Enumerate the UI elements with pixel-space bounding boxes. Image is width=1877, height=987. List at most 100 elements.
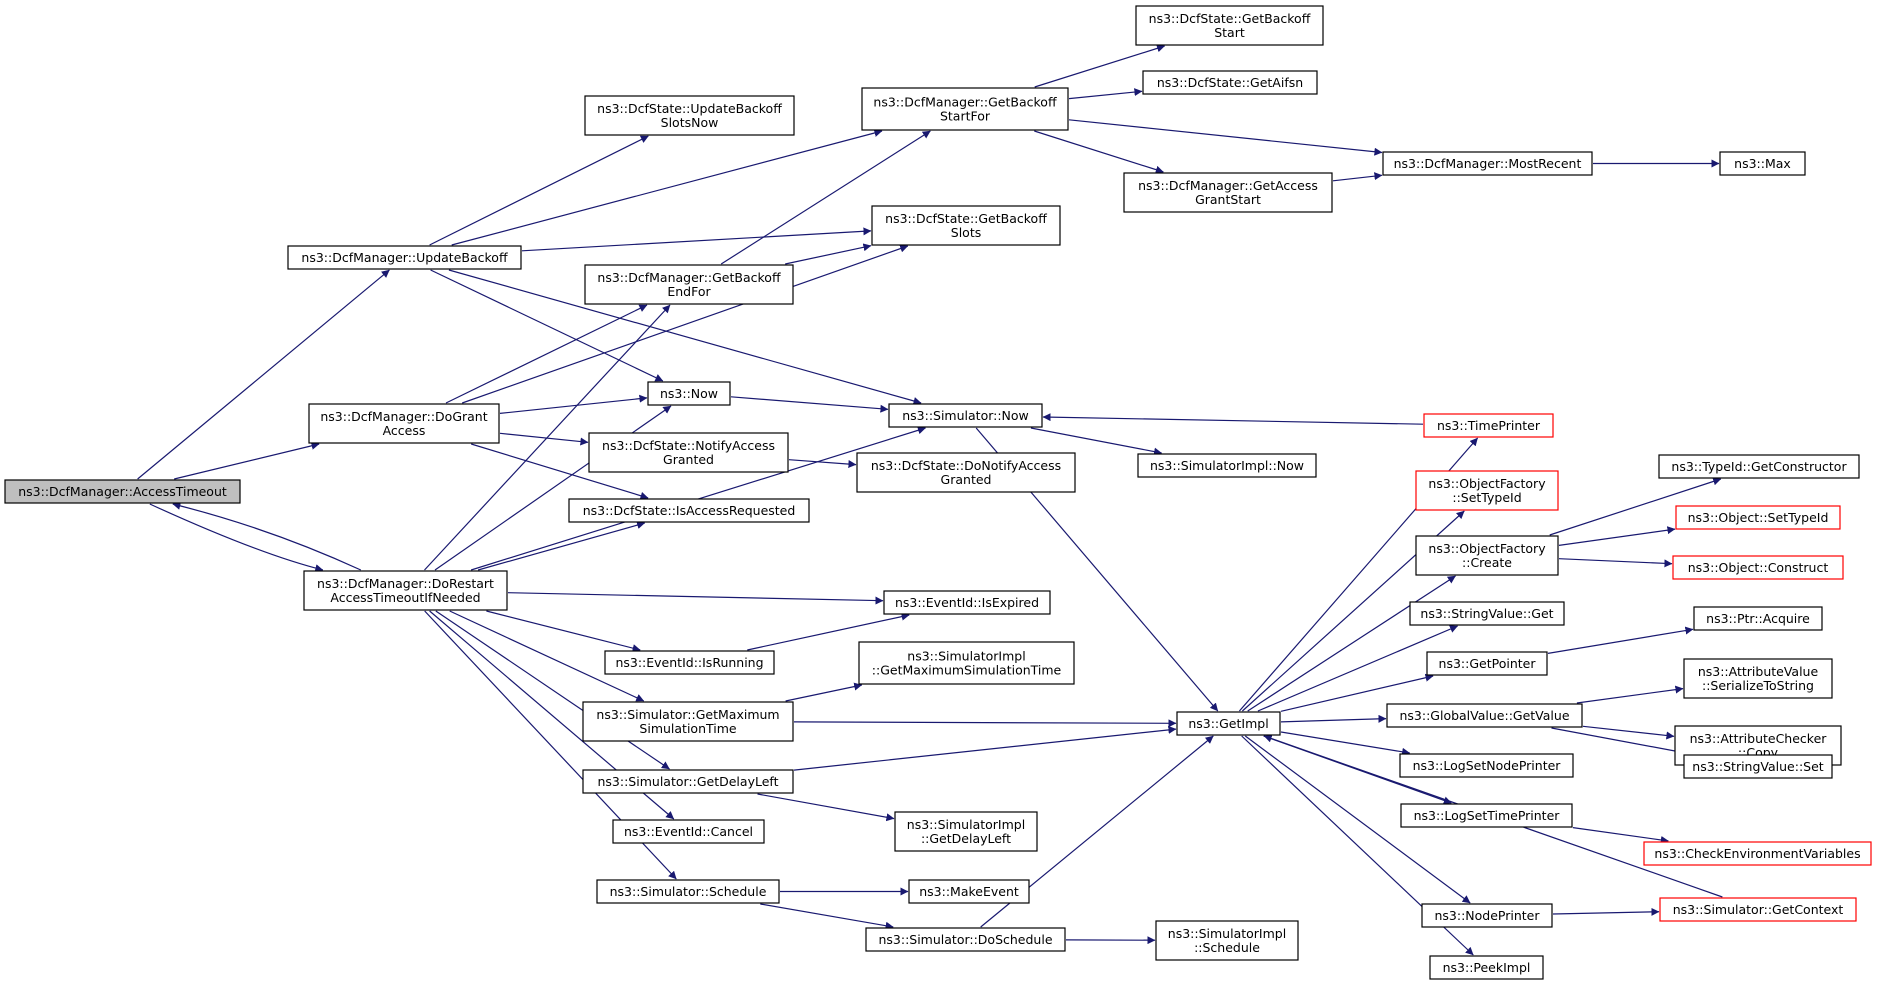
node-get-impl[interactable]: ns3::GetImpl — [1176, 711, 1281, 736]
node-string-value-get[interactable]: ns3::StringValue::Get — [1409, 601, 1565, 626]
node-object-factory-set-type-id[interactable]: ns3::ObjectFactory::SetTypeId — [1415, 470, 1559, 511]
node-log-set-node-printer[interactable]: ns3::LogSetNodePrinter — [1399, 753, 1574, 778]
node-label: ns3::Simulator::GetMaximum — [596, 707, 779, 722]
node-box — [1382, 151, 1593, 176]
node-label: SimulationTime — [639, 721, 736, 736]
node-box — [1683, 754, 1833, 779]
node-box — [1415, 470, 1559, 511]
node-most-recent[interactable]: ns3::DcfManager::MostRecent — [1382, 151, 1593, 176]
node-label: ns3::ObjectFactory — [1428, 541, 1546, 556]
node-label: ns3::AttributeValue — [1698, 664, 1819, 679]
node-label: ns3::SimulatorImpl — [1168, 926, 1286, 941]
node-is-expired[interactable]: ns3::EventId::IsExpired — [883, 590, 1051, 615]
node-label: AccessTimeoutIfNeeded — [330, 590, 480, 605]
edge-get_max_sim_time-to-impl_get_max_sim_time — [785, 682, 863, 702]
node-get-max-sim-time[interactable]: ns3::Simulator::GetMaximumSimulationTime — [582, 701, 794, 742]
node-attribute-value-serialize[interactable]: ns3::AttributeValue::SerializeToString — [1683, 658, 1833, 699]
node-impl-get-max-sim-time[interactable]: ns3::SimulatorImpl::GetMaximumSimulation… — [858, 641, 1075, 685]
edge-is_running-to-is_expired — [747, 612, 910, 651]
node-cancel[interactable]: ns3::EventId::Cancel — [612, 819, 765, 844]
edge-get_backoff_start_for-to-most_recent — [1068, 119, 1383, 156]
node-ptr-acquire[interactable]: ns3::Ptr::Acquire — [1693, 606, 1823, 631]
edge-simulator_now-to-simulator_impl_now — [1030, 427, 1162, 456]
node-node-printer[interactable]: ns3::NodePrinter — [1421, 903, 1553, 928]
node-box — [865, 927, 1066, 952]
node-simulator-get-context[interactable]: ns3::Simulator::GetContext — [1659, 897, 1857, 922]
node-box — [908, 879, 1030, 904]
node-box — [582, 769, 794, 794]
node-label: ns3::DcfState::NotifyAccess — [602, 438, 775, 453]
node-simulator-now[interactable]: ns3::Simulator::Now — [888, 403, 1043, 428]
node-label: Granted — [663, 452, 714, 467]
node-time-printer[interactable]: ns3::TimePrinter — [1423, 413, 1554, 438]
node-peek-impl[interactable]: ns3::PeekImpl — [1429, 955, 1544, 980]
node-simulator-impl-now[interactable]: ns3::SimulatorImpl::Now — [1137, 453, 1317, 478]
edge-get_impl-to-log_set_node_printer — [1280, 731, 1411, 756]
node-get-pointer[interactable]: ns3::GetPointer — [1426, 651, 1548, 676]
edge-notify_access_granted-to-do_notify_access_granted — [788, 459, 857, 469]
edge-get_access_grant_start-to-most_recent — [1332, 172, 1383, 182]
node-now[interactable]: ns3::Now — [647, 381, 731, 406]
node-label: ns3::SimulatorImpl — [907, 649, 1025, 664]
edge-get_impl-to-node_printer — [1244, 735, 1471, 904]
node-box — [1719, 151, 1806, 176]
node-make-event[interactable]: ns3::MakeEvent — [908, 879, 1030, 904]
node-label: ns3::DcfManager::DoRestart — [317, 576, 494, 591]
node-do-restart[interactable]: ns3::DcfManager::DoRestartAccessTimeoutI… — [303, 570, 508, 611]
node-box — [568, 498, 810, 523]
node-layer: ns3::DcfManager::AccessTimeoutns3::DcfMa… — [4, 5, 1872, 980]
node-object-factory-create[interactable]: ns3::ObjectFactory::Create — [1415, 535, 1559, 576]
node-label: ns3::Simulator::Now — [902, 408, 1029, 423]
node-label: ns3::DcfState::GetAifsn — [1157, 75, 1303, 90]
node-get-delay-left[interactable]: ns3::Simulator::GetDelayLeft — [582, 769, 794, 794]
node-label: ns3::DcfState::UpdateBackoff — [597, 101, 782, 116]
edge-get_impl-to-get_pointer — [1280, 673, 1434, 712]
node-label: ns3::DcfManager::AccessTimeout — [18, 484, 227, 499]
node-global-value-get-value[interactable]: ns3::GlobalValue::GetValue — [1386, 703, 1583, 728]
edge-global_value_get_value-to-attribute_checker_copy — [1582, 725, 1675, 740]
node-object-set-type-id[interactable]: ns3::Object::SetTypeId — [1675, 505, 1841, 530]
edge-get_backoff_end_for-to-get_backoff_start_for — [720, 130, 931, 265]
node-impl-schedule[interactable]: ns3::SimulatorImpl::Schedule — [1155, 920, 1299, 961]
node-update-backoff[interactable]: ns3::DcfManager::UpdateBackoff — [287, 245, 522, 270]
node-box — [856, 452, 1076, 493]
node-string-value-set[interactable]: ns3::StringValue::Set — [1683, 754, 1833, 779]
edge-get_max_sim_time-to-get_impl — [793, 719, 1177, 728]
node-box — [1415, 535, 1559, 576]
node-max[interactable]: ns3::Max — [1719, 151, 1806, 176]
edge-do_restart-to-is_access_requested — [477, 521, 646, 571]
node-type-id-get-constructor[interactable]: ns3::TypeId::GetConstructor — [1658, 454, 1860, 479]
edge-do_restart-to-access_timeout — [172, 501, 362, 571]
node-label: ::SerializeToString — [1702, 678, 1814, 693]
node-label: ns3::GlobalValue::GetValue — [1399, 708, 1569, 723]
node-log-set-time-printer[interactable]: ns3::LogSetTimePrinter — [1400, 803, 1573, 828]
node-access-timeout[interactable]: ns3::DcfManager::AccessTimeout — [4, 479, 241, 504]
node-is-running[interactable]: ns3::EventId::IsRunning — [604, 650, 775, 675]
node-check-environment-variables[interactable]: ns3::CheckEnvironmentVariables — [1643, 841, 1872, 866]
node-schedule[interactable]: ns3::Simulator::Schedule — [596, 879, 780, 904]
node-box — [1643, 841, 1872, 866]
edge-get_impl-to-string_value_get — [1257, 625, 1458, 712]
edge-do_grant_access-to-now — [499, 394, 648, 414]
node-label: ::Create — [1462, 555, 1512, 570]
node-do-schedule[interactable]: ns3::Simulator::DoSchedule — [865, 927, 1066, 952]
node-label: ns3::Now — [660, 386, 718, 401]
node-label: ns3::TypeId::GetConstructor — [1671, 459, 1847, 474]
node-impl-get-delay-left[interactable]: ns3::SimulatorImpl::GetDelayLeft — [894, 811, 1038, 852]
node-object-construct[interactable]: ns3::Object::Construct — [1672, 555, 1844, 580]
node-is-access-requested[interactable]: ns3::DcfState::IsAccessRequested — [568, 498, 810, 523]
edge-update_backoff-to-now — [430, 269, 664, 382]
node-label: ns3::MakeEvent — [919, 884, 1019, 899]
node-get-aifsn[interactable]: ns3::DcfState::GetAifsn — [1142, 70, 1318, 95]
node-label: ns3::CheckEnvironmentVariables — [1654, 846, 1860, 861]
edge-update_backoff-to-update_backoff_slots_now — [429, 135, 649, 246]
